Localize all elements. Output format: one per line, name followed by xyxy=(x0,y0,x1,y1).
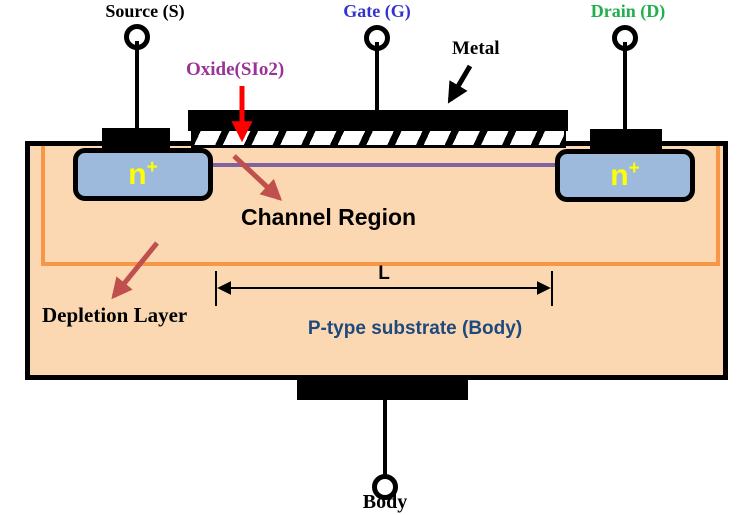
source-n-plus-label: n+ xyxy=(128,156,158,191)
source-terminal-label: Source (S) xyxy=(105,1,185,21)
depletion-layer-annotation: Depletion Layer xyxy=(42,303,188,327)
gate-metal-bar xyxy=(188,110,568,131)
gate-terminal-label: Gate (G) xyxy=(343,1,411,21)
source-n-plus-region: n+ xyxy=(73,148,213,201)
oxide-annotation: Oxide(SIo2) xyxy=(186,59,285,80)
depletion-layer-boundary xyxy=(41,146,720,266)
drain-terminal-label: Drain (D) xyxy=(590,1,666,21)
channel-region-annotation: Channel Region xyxy=(241,204,417,230)
gate-lead-wire xyxy=(375,42,379,111)
source-contact-pad xyxy=(102,128,170,150)
body-terminal-label: Body xyxy=(362,491,408,513)
source-lead-wire xyxy=(135,41,139,129)
channel-length-label: L xyxy=(378,263,390,284)
body-lead-wire xyxy=(383,400,387,477)
body-contact-pad xyxy=(297,380,468,400)
drain-contact-pad xyxy=(590,129,662,150)
metal-annotation: Metal xyxy=(452,38,500,59)
channel-region-line xyxy=(213,163,557,167)
p-substrate-annotation: P-type substrate (Body) xyxy=(307,318,523,339)
oxide-layer xyxy=(191,131,566,148)
drain-lead-wire xyxy=(623,42,627,130)
body-terminal-icon xyxy=(372,474,398,500)
drain-n-plus-label: n+ xyxy=(610,157,640,192)
metal-pointer-arrow xyxy=(447,64,473,104)
drain-n-plus-region: n+ xyxy=(555,149,695,202)
